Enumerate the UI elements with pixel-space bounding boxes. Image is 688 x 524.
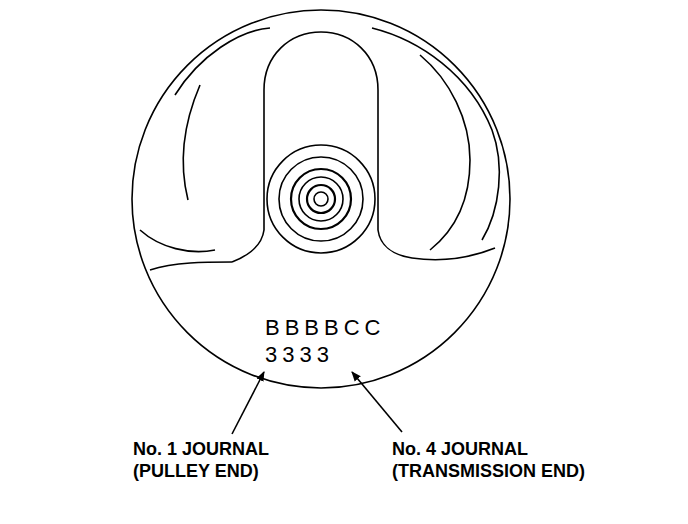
leader-line bbox=[352, 372, 402, 432]
counterweight-edge bbox=[183, 85, 200, 200]
hub bbox=[314, 192, 328, 206]
hub bbox=[267, 145, 375, 253]
hub bbox=[299, 177, 343, 221]
counterweight-edge bbox=[420, 55, 470, 250]
hub bbox=[291, 169, 351, 229]
crank-web bbox=[150, 262, 232, 270]
bearing-code-row: BBBBCC bbox=[265, 316, 465, 340]
crankshaft-outline bbox=[132, 10, 510, 388]
journal-label: No. 4 JOURNAL (TRANSMISSION END) bbox=[392, 438, 632, 482]
hub bbox=[307, 185, 335, 213]
journal-label: No. 1 JOURNAL (PULLEY END) bbox=[133, 438, 303, 482]
counterweight-edge bbox=[175, 28, 270, 95]
crank-web bbox=[232, 32, 495, 262]
hub bbox=[279, 157, 363, 241]
counterweight-edge bbox=[372, 28, 499, 240]
bearing-code-row: 3333 bbox=[265, 343, 465, 367]
counterweight-edge bbox=[140, 230, 215, 252]
leader-line bbox=[232, 372, 264, 434]
